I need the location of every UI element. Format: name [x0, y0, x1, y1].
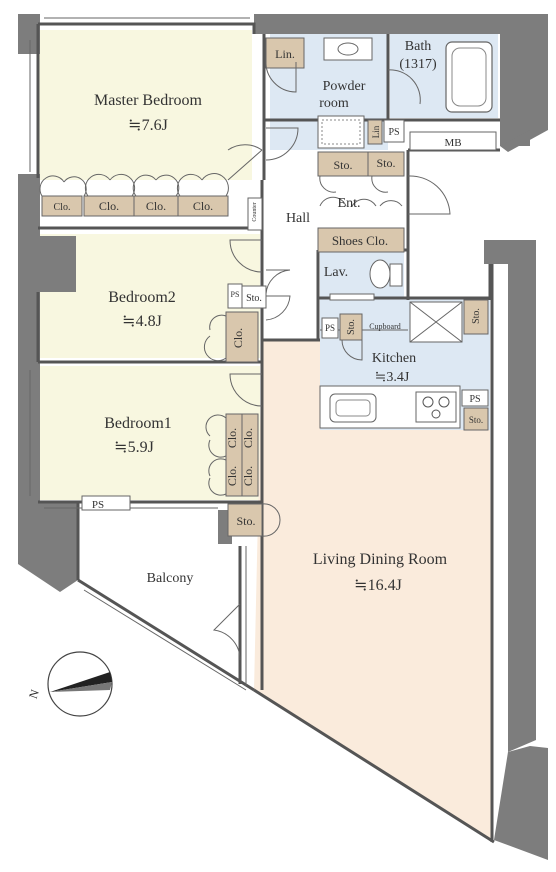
closet [177, 195, 229, 217]
pipe-space [321, 317, 339, 339]
closet [41, 195, 83, 217]
wall-block [494, 746, 548, 860]
bedroom2-label: Bedroom2 [108, 289, 176, 306]
storage-label: Sto. [469, 415, 483, 425]
storage-label: Sto. [246, 293, 262, 304]
wall-block [254, 14, 530, 146]
pipe-space [81, 495, 131, 511]
closet-label: Clo. [54, 202, 71, 213]
bath-size: (1317) [399, 57, 437, 72]
pipe-space [461, 389, 489, 407]
wall-block [18, 362, 40, 502]
kitchen-size: ≒3.4J [375, 370, 410, 385]
sink [329, 393, 377, 423]
closet-label: Clo. [193, 199, 213, 213]
shoes-closet [317, 227, 405, 253]
closet-label: Clo. [241, 428, 255, 448]
closet-label: Clo. [225, 466, 239, 486]
linen-closet-label: Lin. [275, 47, 295, 61]
master-bedroom-floor [38, 30, 252, 180]
toilet [369, 259, 391, 289]
washbasin [323, 37, 373, 61]
closet [225, 311, 259, 363]
storage [367, 151, 405, 177]
wall-block [18, 292, 40, 362]
cupboard-label: Cupboard [369, 322, 401, 331]
ps-label: PS [469, 394, 480, 405]
ps-label: PS [325, 323, 335, 333]
ps-label: PS [388, 127, 399, 138]
wall-block [18, 236, 76, 292]
counter [247, 197, 263, 231]
storage [241, 285, 267, 309]
kitchen-label: Kitchen [372, 351, 416, 366]
wall-block [484, 240, 514, 264]
wall-block [500, 14, 548, 152]
ps-label: PS [92, 499, 104, 511]
storage-label: Sto. [346, 319, 357, 335]
counter-label: Counter [252, 202, 258, 221]
bedroom1-floor [38, 366, 260, 500]
mb-label: MB [444, 137, 461, 149]
closet-label: Clo. [99, 199, 119, 213]
closet-label: Clo. [241, 466, 255, 486]
stove [415, 391, 457, 423]
lavatory-label: Lav. [324, 265, 348, 280]
closet-label: Clo. [225, 428, 239, 448]
storage [463, 299, 489, 335]
pipe-space [383, 119, 405, 143]
wall-block [18, 14, 40, 54]
compass-north-label: N [26, 687, 42, 700]
storage-label: Sto. [333, 158, 352, 172]
bedroom2-size: ≒4.8J [122, 313, 162, 330]
bedroom1-label: Bedroom1 [104, 415, 172, 432]
storage-label: Sto. [471, 308, 482, 324]
wall-block [18, 174, 40, 236]
linen-closet [265, 37, 305, 69]
closet-label: Clo. [146, 199, 166, 213]
ps-label: PS [231, 290, 240, 299]
hall-label: Hall [286, 211, 310, 226]
washing-machine-pan [317, 115, 365, 149]
living-dining-size: ≒16.4J [354, 577, 402, 594]
balcony-label: Balcony [147, 571, 194, 586]
wall-block [18, 502, 78, 592]
living-dining-floor [254, 340, 492, 840]
linen-small-label: Lin [371, 125, 381, 138]
bath-label: Bath [405, 39, 431, 54]
bathtub [445, 41, 493, 113]
meter-box [409, 131, 497, 151]
powder-room-label: Powder [323, 79, 366, 94]
linen-closet [367, 119, 383, 145]
wall-block [508, 240, 536, 752]
closet [241, 413, 259, 497]
bedroom1-size: ≒5.9J [114, 439, 154, 456]
storage-label: Sto. [236, 514, 255, 528]
storage [339, 313, 363, 341]
shoes-closet-label: Shoes Clo. [332, 233, 388, 248]
closet-label: Clo. [231, 328, 245, 348]
storage [463, 407, 489, 431]
master-bedroom-label: Master Bedroom [94, 92, 203, 109]
compass [47, 651, 113, 717]
powder-room-label-2: room [319, 96, 349, 111]
master-bedroom-size: ≒7.6J [128, 117, 168, 134]
entrance-label: Ent. [338, 196, 361, 211]
living-dining-label: Living Dining Room [313, 551, 448, 568]
storage-label: Sto. [376, 156, 395, 170]
storage [227, 503, 263, 537]
